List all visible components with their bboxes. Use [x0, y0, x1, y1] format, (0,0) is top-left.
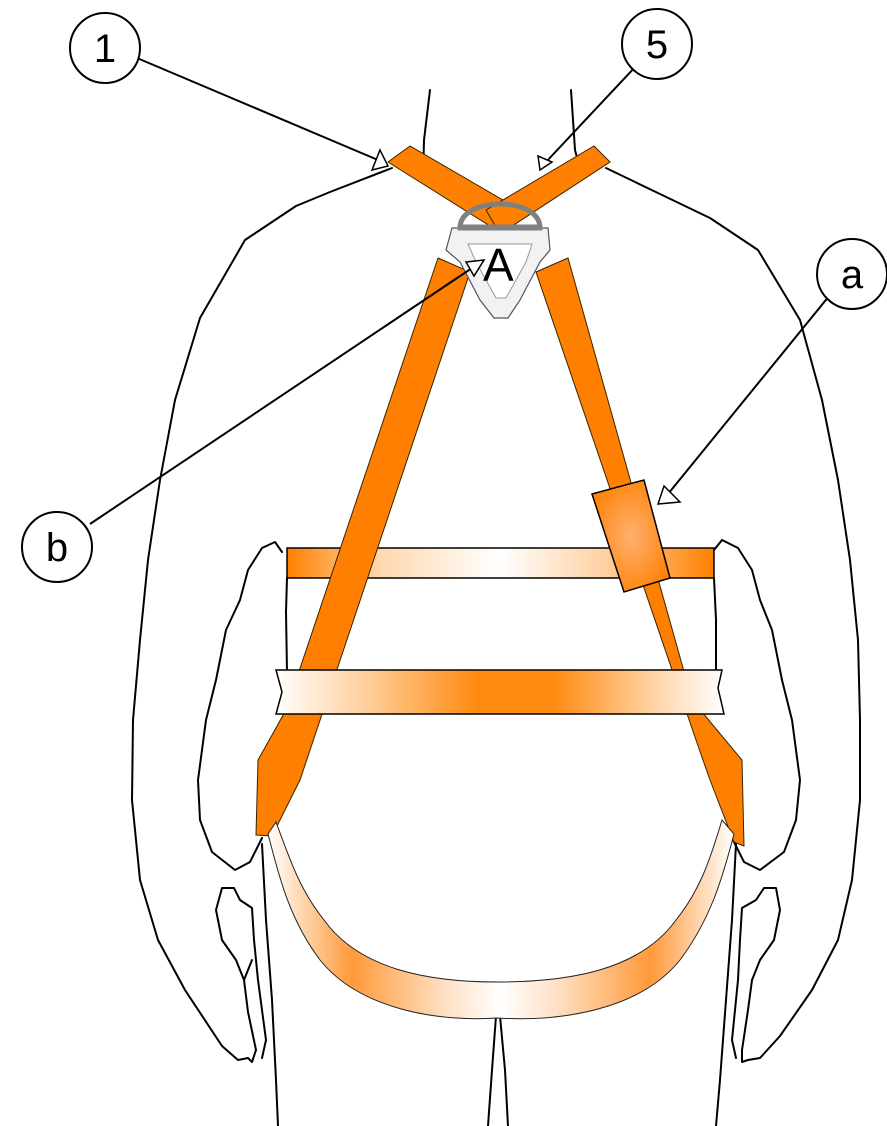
- callout-1: 1: [70, 13, 140, 83]
- right-shoulder-arm: [606, 168, 860, 1062]
- left-leg-outer: [262, 844, 278, 1126]
- callout-5-label: 5: [646, 23, 668, 67]
- crotch-right: [500, 1016, 508, 1126]
- right-hand: [732, 888, 780, 1058]
- arrowhead-a: [658, 486, 680, 504]
- leader-1: [137, 58, 378, 160]
- callout-a: a: [817, 239, 887, 309]
- arrowhead-1: [372, 150, 388, 170]
- callout-1-label: 1: [94, 27, 116, 71]
- crotch-left: [488, 1016, 496, 1126]
- leader-a: [668, 290, 834, 494]
- waist-belt: [276, 670, 724, 714]
- left-diagonal-strap: [256, 258, 470, 836]
- anchor-label: A: [483, 239, 514, 291]
- seat-strap: [268, 820, 734, 1019]
- left-hand: [216, 888, 266, 1058]
- torso-left-side: [286, 578, 287, 672]
- callout-5: 5: [622, 9, 692, 79]
- callout-b-label: b: [46, 526, 68, 570]
- torso-right-side: [714, 578, 716, 672]
- callout-a-label: a: [841, 253, 864, 297]
- callout-b: b: [22, 512, 92, 582]
